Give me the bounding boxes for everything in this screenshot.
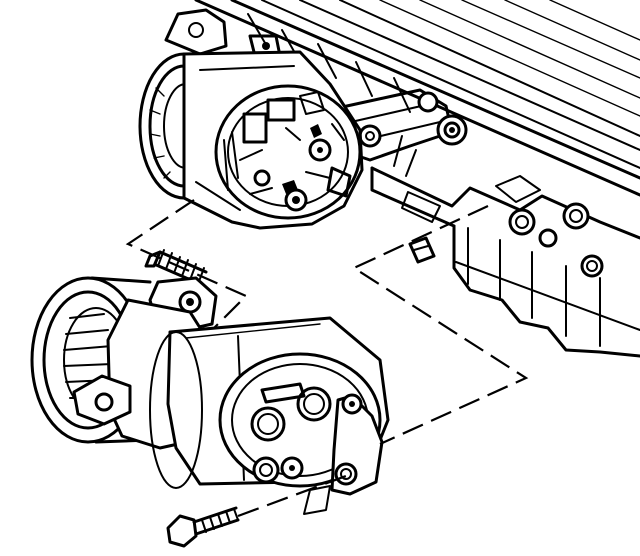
engine-block-drawing: [194, 0, 640, 358]
leader-line-bolt-bracket: [237, 474, 347, 518]
leader-line-alternator-stud: [125, 199, 248, 329]
alignment-leader-lines: [125, 199, 529, 518]
alternator-drawing: [138, 8, 364, 230]
leader-line-block-bracket: [351, 205, 529, 446]
ac-compressor-drawing: [30, 276, 390, 515]
mounting-bolt-drawing: [166, 506, 240, 548]
